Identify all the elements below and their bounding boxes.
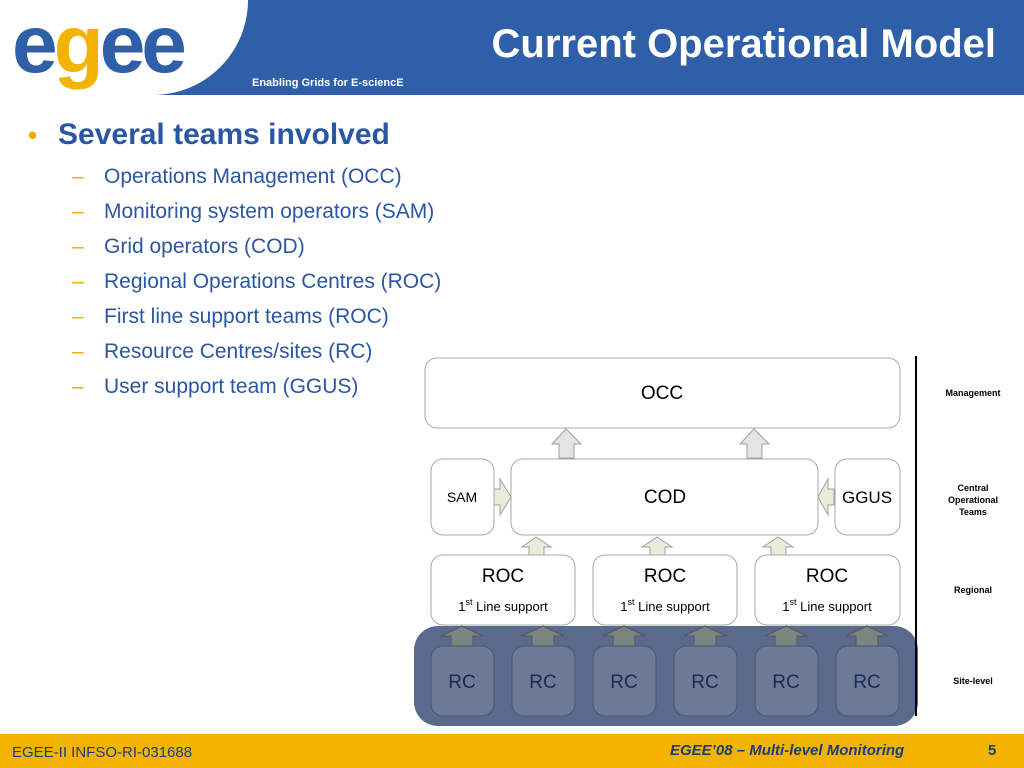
roc-box: ROC 1st Line support bbox=[430, 554, 576, 626]
rc-label: RC bbox=[610, 672, 637, 693]
rc-box: RC bbox=[430, 645, 495, 717]
level-label-central: Operational bbox=[948, 495, 998, 505]
logo-background: egee bbox=[0, 0, 248, 95]
footer-page-number: 5 bbox=[988, 742, 997, 759]
up-arrow-icon bbox=[738, 428, 771, 459]
up-arrow-icon bbox=[520, 536, 553, 556]
rc-label: RC bbox=[853, 672, 880, 693]
sub-bullet-list: –Operations Management (OCC) –Monitoring… bbox=[22, 159, 441, 404]
rc-box: RC bbox=[673, 645, 738, 717]
roc-box: ROC 1st Line support bbox=[754, 554, 901, 626]
logo-subtitle: Enabling Grids for E-sciencE bbox=[252, 77, 404, 89]
cod-box: COD bbox=[510, 458, 819, 536]
dash-icon: – bbox=[72, 165, 84, 188]
level-label-regional: Regional bbox=[954, 585, 992, 595]
rc-box: RC bbox=[754, 645, 819, 717]
main-bullet: • Several teams involved bbox=[22, 115, 441, 155]
level-label-central: Teams bbox=[959, 507, 987, 517]
sub-bullet-item: –Grid operators (COD) bbox=[22, 229, 441, 264]
dash-icon: – bbox=[72, 305, 84, 328]
up-arrow-icon bbox=[640, 536, 674, 556]
level-label-site: Site-level bbox=[953, 676, 993, 686]
sub-bullet-item: –User support team (GGUS) bbox=[22, 369, 441, 404]
bullet-dot-icon: • bbox=[28, 120, 38, 150]
roc-support-label: 1st Line support bbox=[458, 597, 548, 614]
up-arrow-icon bbox=[845, 625, 889, 647]
footer-event-title: EGEE’08 – Multi-level Monitoring bbox=[670, 742, 905, 759]
rc-label: RC bbox=[691, 672, 718, 693]
sub-bullet-item: –First line support teams (ROC) bbox=[22, 299, 441, 334]
occ-label: OCC bbox=[641, 383, 683, 404]
level-label-management: Management bbox=[945, 388, 1000, 398]
sub-bullet-item: –Monitoring system operators (SAM) bbox=[22, 194, 441, 229]
rc-label: RC bbox=[448, 672, 475, 693]
sam-box: SAM bbox=[430, 458, 495, 536]
roc-support-label: 1st Line support bbox=[620, 597, 710, 614]
right-arrow-icon bbox=[493, 477, 512, 517]
slide-footer: EGEE-II INFSO-RI-031688 EGEE’08 – Multi-… bbox=[0, 734, 1024, 768]
dash-icon: – bbox=[72, 340, 84, 363]
up-arrow-icon bbox=[764, 625, 808, 647]
up-arrow-icon bbox=[602, 625, 646, 647]
footer-project-id: EGEE-II INFSO-RI-031688 bbox=[12, 744, 193, 761]
occ-box: OCC bbox=[424, 357, 901, 429]
sam-label: SAM bbox=[447, 489, 477, 505]
roc-label: ROC bbox=[806, 566, 848, 587]
rc-label: RC bbox=[772, 672, 799, 693]
left-arrow-icon bbox=[817, 477, 835, 517]
roc-support-label: 1st Line support bbox=[782, 597, 872, 614]
dash-icon: – bbox=[72, 375, 84, 398]
up-arrow-icon bbox=[521, 625, 565, 647]
ggus-box: GGUS bbox=[834, 458, 901, 536]
up-arrow-icon bbox=[761, 536, 795, 556]
cod-label: COD bbox=[644, 487, 686, 508]
bullet-list: • Several teams involved –Operations Man… bbox=[22, 115, 441, 404]
slide-header: egee Enabling Grids for E-sciencE Curren… bbox=[0, 0, 1024, 95]
sub-bullet-item: –Resource Centres/sites (RC) bbox=[22, 334, 441, 369]
roc-label: ROC bbox=[644, 566, 686, 587]
up-arrow-icon bbox=[550, 428, 583, 459]
ggus-label: GGUS bbox=[842, 488, 892, 507]
rc-box: RC bbox=[511, 645, 576, 717]
up-arrow-icon bbox=[683, 625, 727, 647]
up-arrow-icon bbox=[440, 625, 484, 647]
rc-box: RC bbox=[835, 645, 900, 717]
roc-box: ROC 1st Line support bbox=[592, 554, 738, 626]
rc-box: RC bbox=[592, 645, 657, 717]
rc-label: RC bbox=[529, 672, 556, 693]
egee-logo: egee bbox=[12, 0, 187, 90]
sub-bullet-item: –Regional Operations Centres (ROC) bbox=[22, 264, 441, 299]
level-label-central: Central bbox=[957, 483, 988, 493]
main-bullet-text: Several teams involved bbox=[58, 118, 390, 151]
sub-bullet-item: –Operations Management (OCC) bbox=[22, 159, 441, 194]
dash-icon: – bbox=[72, 200, 84, 223]
roc-label: ROC bbox=[482, 566, 524, 587]
slide-title: Current Operational Model bbox=[491, 22, 997, 66]
dash-icon: – bbox=[72, 270, 84, 293]
dash-icon: – bbox=[72, 235, 84, 258]
